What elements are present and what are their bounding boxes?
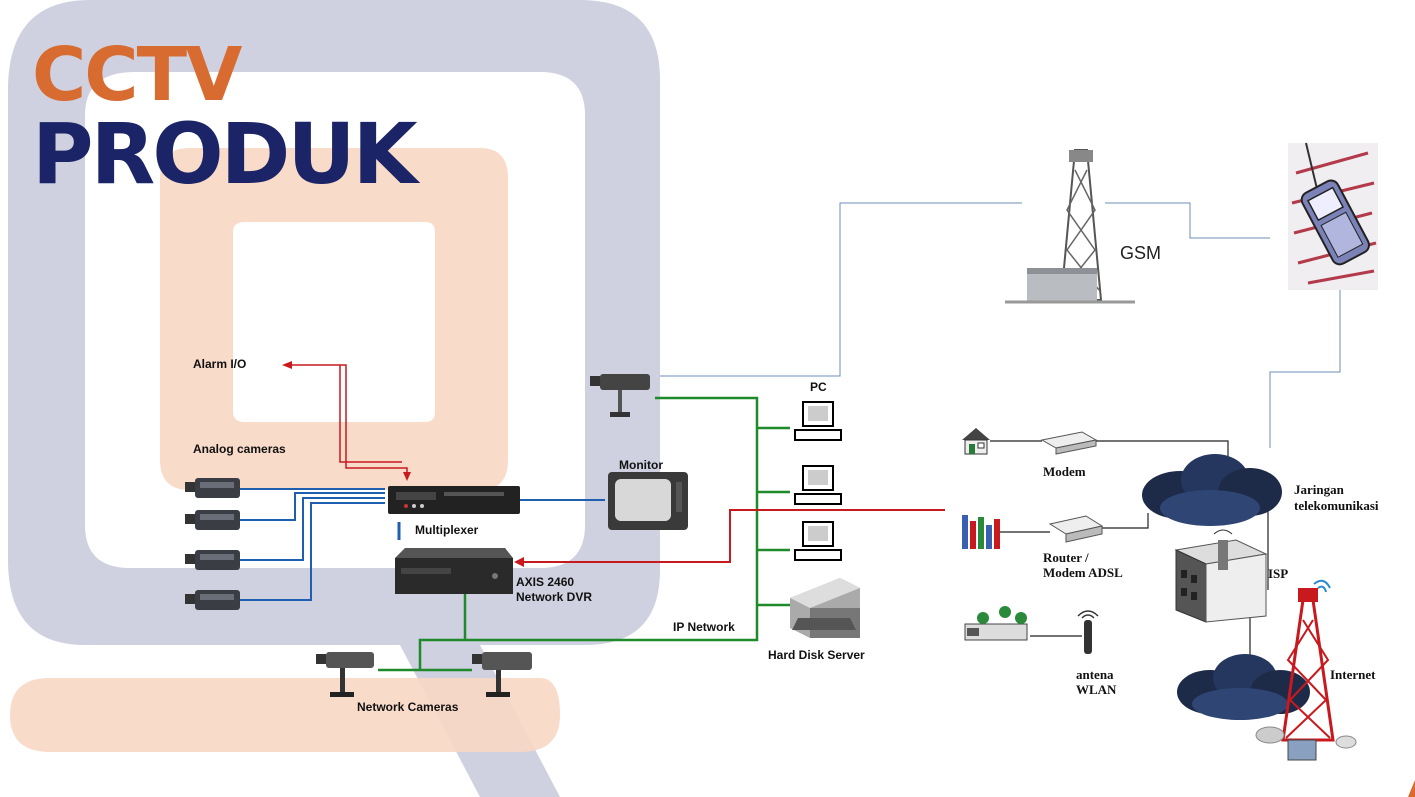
dvr-device: [395, 548, 513, 594]
monitor-device: [608, 472, 688, 530]
pc-1: [794, 401, 842, 441]
label-analog-cameras: Analog cameras: [193, 442, 286, 456]
house-icon: [962, 428, 990, 455]
alarm-link: [285, 364, 408, 478]
internet-cloud: [1177, 654, 1310, 720]
label-antenna-line2: WLAN: [1076, 682, 1117, 697]
hard-disk-server: [790, 578, 860, 638]
internet-tower: [1255, 579, 1357, 761]
label-telco-line1: Jaringan: [1294, 482, 1344, 497]
gsm-uplink: [660, 202, 1022, 377]
analog-camera-2: [185, 510, 240, 530]
network-camera-1: [316, 652, 374, 697]
bg-peach-bar: [10, 678, 560, 752]
label-dvr-line2: Network DVR: [516, 590, 593, 604]
label-isp: ISP: [1268, 566, 1289, 581]
label-network-cameras: Network Cameras: [357, 700, 459, 714]
connections: [240, 202, 1341, 680]
label-monitor: Monitor: [619, 458, 663, 472]
telco-cloud: [1142, 454, 1282, 526]
analog-camera-1: [185, 478, 240, 498]
label-telco-line2: telekomunikasi: [1294, 498, 1379, 513]
label-ip-network: IP Network: [673, 620, 735, 634]
gsm-tower: [1005, 149, 1135, 304]
label-multiplexer: Multiplexer: [415, 523, 479, 537]
bg-lilac-frame: [8, 0, 660, 797]
workgroup-icon: [964, 606, 1028, 641]
label-pc: PC: [810, 380, 827, 394]
phone-telco-link: [1269, 290, 1341, 448]
analog-camera-3: [185, 550, 240, 570]
multiplexer-device: [388, 486, 520, 514]
router-device: [1048, 515, 1104, 543]
label-router-line2: Modem ADSL: [1043, 565, 1123, 580]
label-router-line1: Router /: [1043, 550, 1089, 565]
label-antenna-line1: antena: [1076, 667, 1114, 682]
network-camera-2: [472, 652, 532, 697]
pc-3: [794, 521, 842, 561]
modem-device: [1040, 431, 1098, 455]
corner-mark: [1408, 780, 1415, 797]
title-produk: PRODUK: [32, 105, 418, 203]
title-cctv: CCTV: [32, 32, 242, 118]
label-modem: Modem: [1043, 464, 1086, 479]
office-icon: [962, 515, 1000, 549]
analog-camera-link-2: [240, 492, 385, 521]
analog-camera-link-4: [240, 502, 385, 601]
analog-camera-4: [185, 590, 240, 610]
analog-camera-link-3: [240, 497, 385, 561]
label-alarm-io: Alarm I/O: [193, 357, 247, 371]
dvr-router-link: [520, 509, 945, 563]
pc-2: [794, 465, 842, 505]
label-internet: Internet: [1330, 667, 1376, 682]
background-shapes: [8, 0, 660, 797]
gsm-phone-link: [1105, 202, 1270, 239]
label-dvr-line1: AXIS 2460: [516, 575, 575, 589]
ip-camera: [590, 374, 650, 417]
label-hard-disk-server: Hard Disk Server: [768, 648, 865, 662]
ip-network-bus: [378, 396, 759, 672]
bg-peach-frame: [160, 148, 508, 490]
isp-building: [1174, 529, 1268, 623]
mobile-phone: [1288, 142, 1378, 290]
label-gsm: GSM: [1120, 243, 1162, 263]
wlan-antenna: [1077, 610, 1099, 654]
